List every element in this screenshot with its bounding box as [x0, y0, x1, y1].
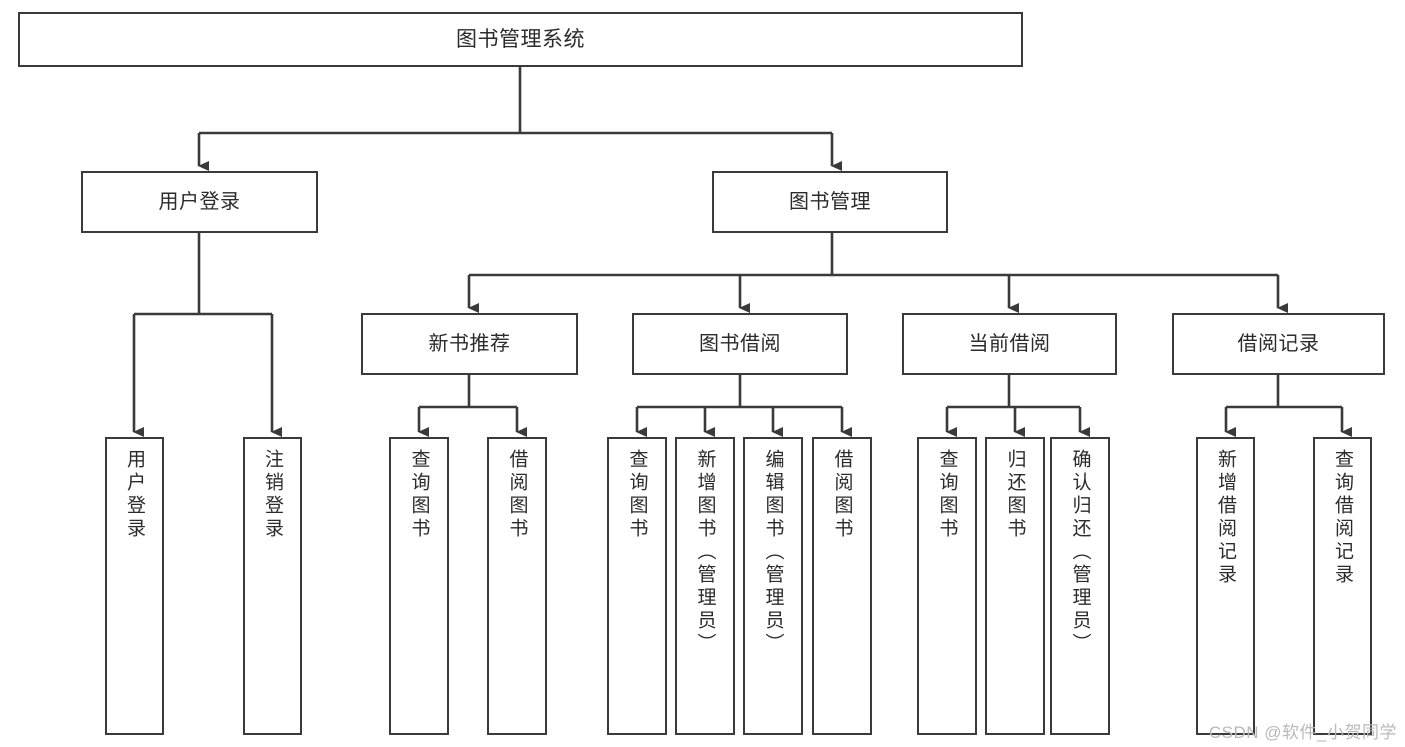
leaf-current-confirm-return-admin-label: 确认归还（管理员） — [1069, 449, 1091, 656]
node-root-book-management-system[interactable]: 图书管理系统 — [18, 12, 1023, 67]
leaf-current-return-book[interactable]: 归还图书 — [985, 437, 1045, 735]
leaf-borrow-query-book-label: 查询图书 — [626, 449, 648, 541]
leaf-user-login-label: 用户登录 — [124, 449, 145, 541]
node-book-management[interactable]: 图书管理 — [712, 171, 948, 233]
node-book-borrow[interactable]: 图书借阅 — [632, 313, 848, 375]
leaf-current-query-book[interactable]: 查询图书 — [917, 437, 977, 735]
leaf-newbook-borrow-book-label: 借阅图书 — [506, 449, 528, 541]
leaf-logout-label: 注销登录 — [262, 449, 283, 541]
node-new-book-recommend[interactable]: 新书推荐 — [361, 313, 578, 375]
node-user-login[interactable]: 用户登录 — [81, 171, 318, 233]
leaf-logout[interactable]: 注销登录 — [243, 437, 302, 735]
leaf-borrow-borrow-book-label: 借阅图书 — [831, 449, 853, 541]
leaf-newbook-query-book-label: 查询图书 — [408, 449, 430, 541]
leaf-current-query-book-label: 查询图书 — [936, 449, 958, 541]
node-new-book-recommend-label: 新书推荐 — [428, 332, 511, 355]
node-user-login-label: 用户登录 — [158, 190, 241, 213]
node-root-label: 图书管理系统 — [456, 27, 585, 51]
leaf-current-return-book-label: 归还图书 — [1004, 449, 1026, 541]
leaf-newbook-query-book[interactable]: 查询图书 — [389, 437, 449, 735]
leaf-user-login[interactable]: 用户登录 — [105, 437, 164, 735]
leaf-borrow-add-book-admin-label: 新增图书（管理员） — [694, 449, 716, 656]
leaf-borrow-edit-book-admin-label: 编辑图书（管理员） — [762, 449, 784, 656]
csdn-watermark: CSDN @软件_小贺同学 — [1208, 723, 1397, 742]
leaf-borrow-borrow-book[interactable]: 借阅图书 — [812, 437, 872, 735]
leaf-borrow-add-book-admin[interactable]: 新增图书（管理员） — [675, 437, 735, 735]
node-current-borrow-label: 当前借阅 — [968, 332, 1051, 355]
leaf-borrow-query-book[interactable]: 查询图书 — [607, 437, 667, 735]
leaf-record-query-borrow-record[interactable]: 查询借阅记录 — [1313, 437, 1372, 735]
node-current-borrow[interactable]: 当前借阅 — [902, 313, 1117, 375]
leaf-record-add-borrow-record-label: 新增借阅记录 — [1215, 449, 1236, 587]
leaf-record-add-borrow-record[interactable]: 新增借阅记录 — [1196, 437, 1255, 735]
leaf-current-confirm-return-admin[interactable]: 确认归还（管理员） — [1050, 437, 1110, 735]
leaf-record-query-borrow-record-label: 查询借阅记录 — [1332, 449, 1353, 587]
node-book-management-label: 图书管理 — [789, 190, 871, 213]
node-book-borrow-label: 图书借阅 — [699, 332, 781, 355]
node-borrow-record[interactable]: 借阅记录 — [1172, 313, 1385, 375]
leaf-borrow-edit-book-admin[interactable]: 编辑图书（管理员） — [743, 437, 803, 735]
node-borrow-record-label: 借阅记录 — [1237, 332, 1320, 355]
leaf-newbook-borrow-book[interactable]: 借阅图书 — [487, 437, 547, 735]
